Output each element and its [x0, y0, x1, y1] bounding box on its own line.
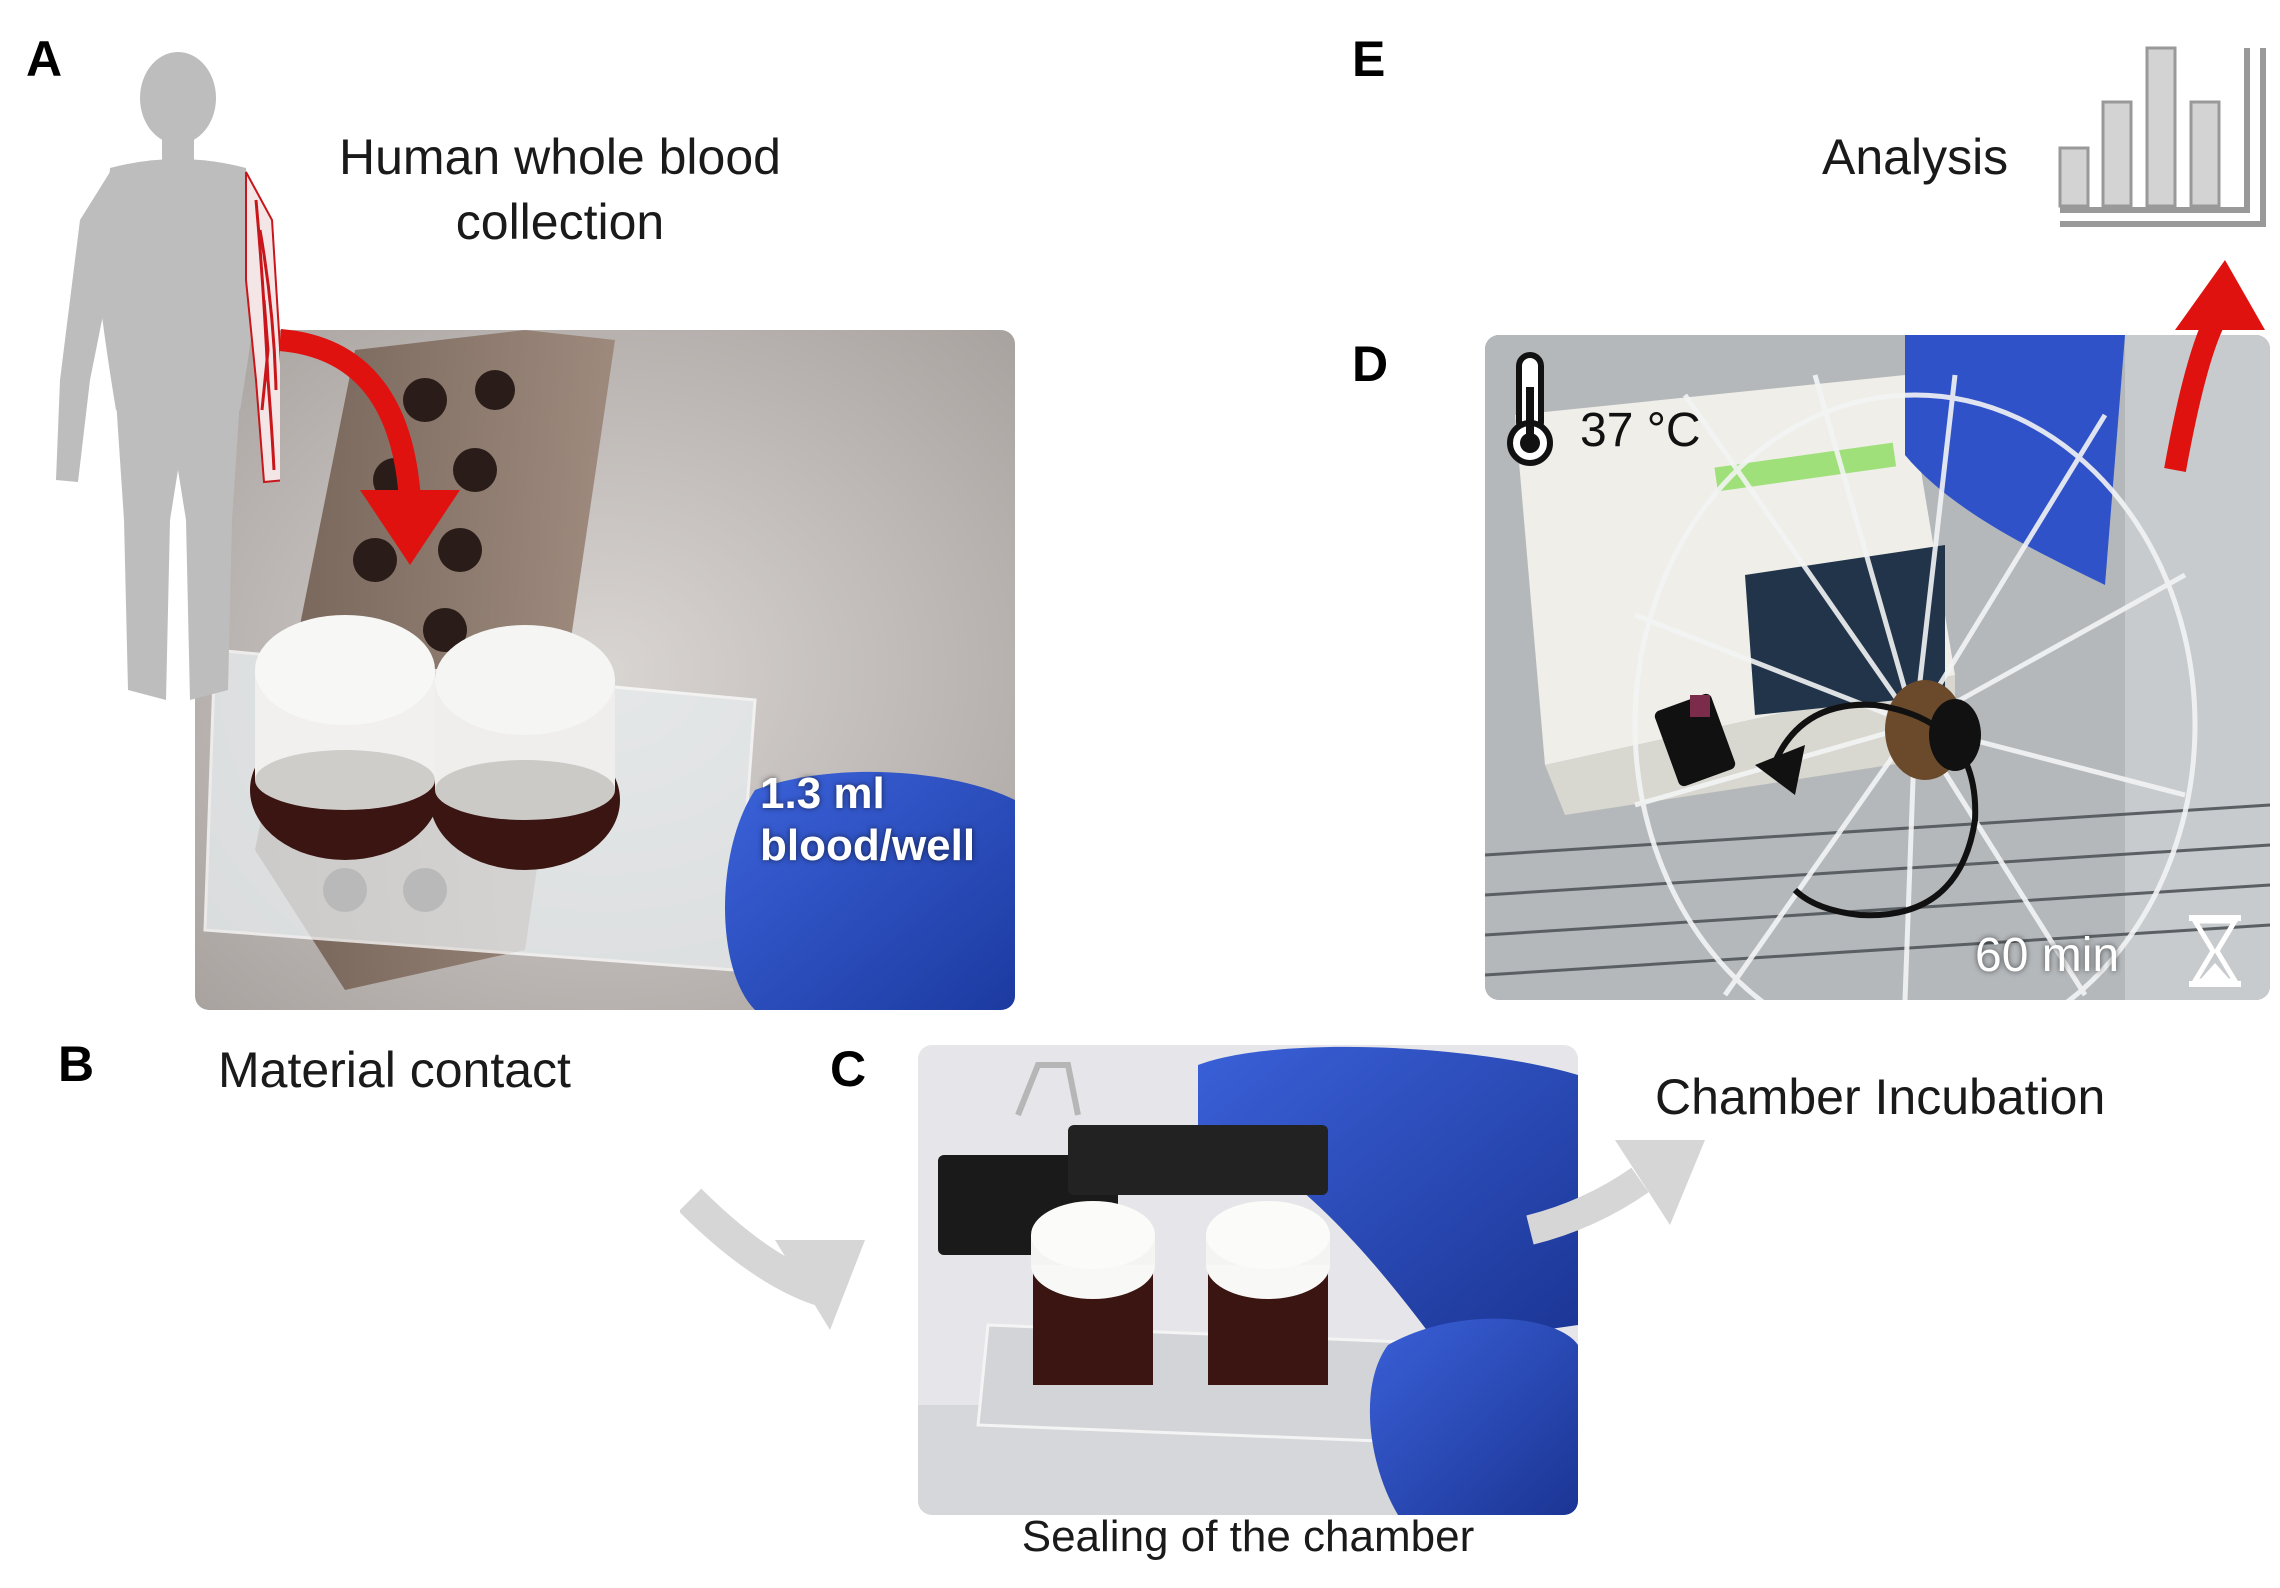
panel-a-label: A: [26, 31, 63, 87]
blood-chamber-photo: 1.3 ml blood/well: [195, 330, 1015, 1010]
chamber-incubation-caption: Chamber Incubation: [1655, 1069, 2106, 1125]
panel-a-caption: Human whole blood collection: [339, 129, 781, 250]
blood-volume-label: 1.3 ml blood/well: [760, 769, 976, 870]
chamber-sealing-photo: [918, 1045, 1578, 1515]
collection-arrow-icon: [278, 329, 460, 565]
panel-b-label: B: [58, 1036, 95, 1092]
hourglass-icon: [2189, 915, 2241, 987]
incubator-rotator-photo: 37 °C 60 min: [1485, 335, 2270, 1000]
temperature-label: 37 °C: [1580, 404, 1701, 457]
panel-e-label: E: [1352, 31, 1386, 87]
bar-chart-icon: [2058, 46, 2266, 227]
panel-b-caption: Material contact: [218, 1042, 571, 1098]
analysis-arrow-icon: [2164, 260, 2265, 472]
panel-d-label: D: [1352, 336, 1389, 392]
human-silhouette-icon: [56, 52, 280, 700]
panel-e-caption: Analysis: [1822, 129, 2009, 185]
flow-arrow-b-to-c-icon: [680, 1188, 865, 1330]
duration-label: 60 min: [1975, 929, 2120, 982]
rotation-arrow-icon: [1755, 701, 1979, 919]
panel-c-label: C: [830, 1041, 867, 1097]
thermometer-icon: [1507, 352, 1553, 466]
panel-c-caption: Sealing of the chamber: [1021, 1512, 1475, 1561]
flow-arrow-c-to-d-icon: [1526, 1140, 1705, 1245]
